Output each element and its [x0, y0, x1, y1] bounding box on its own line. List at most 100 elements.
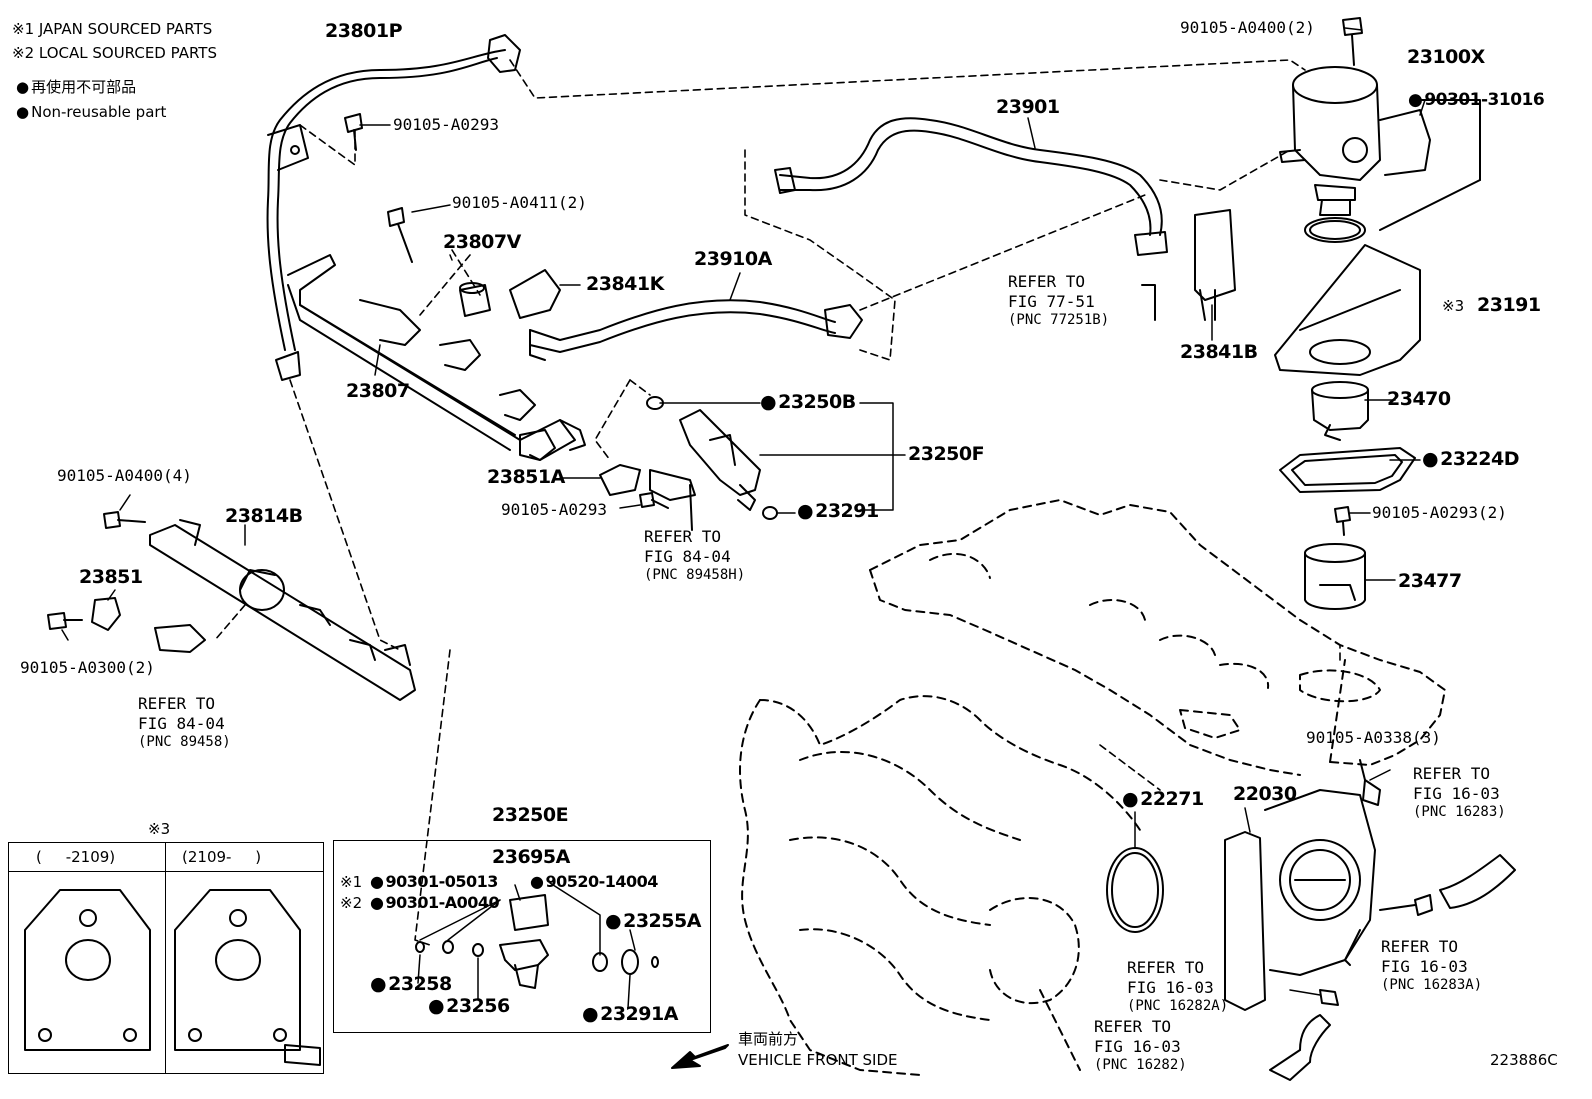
housing-23477	[1304, 543, 1366, 610]
part-23191-note: ※3	[1442, 297, 1465, 315]
ref-line: (PNC 16283)	[1413, 804, 1506, 820]
delivery-pipe-23814b	[91, 519, 416, 701]
pump-23100x	[1279, 66, 1481, 243]
injector-23250f	[599, 396, 778, 531]
insulator-23191	[1274, 244, 1421, 376]
part-90105-a0300: 90105-A0300(2)	[20, 658, 155, 677]
variant-col1-label: ( -2109)	[36, 848, 116, 866]
ref-line: FIG 16-03	[1381, 957, 1468, 976]
kit-box-title: 23250E	[492, 804, 569, 826]
ref-line: FIG 16-03	[1094, 1037, 1181, 1056]
variant-col2-label: (2109- )	[182, 848, 262, 866]
part-23841b: 23841B	[1180, 341, 1258, 363]
gasket-23224d	[1279, 447, 1416, 493]
ref-line: REFER TO	[1413, 764, 1491, 783]
assembly-lines	[214, 59, 1341, 946]
kit-note-1: ※1	[340, 873, 363, 891]
part-23801p: 23801P	[325, 20, 403, 42]
lifter-23470	[1311, 381, 1369, 441]
part-90105-a0293-2: 90105-A0293(2)	[1372, 503, 1507, 522]
ref-fig-16-03-a: REFER TO FIG 16-03 (PNC 16283)	[1413, 764, 1506, 822]
ref-line: FIG 84-04	[138, 714, 225, 733]
part-23910a: 23910A	[694, 248, 772, 270]
legend-note-local: ※2 LOCAL SOURCED PARTS	[12, 44, 217, 62]
part-23851a: 23851A	[487, 466, 565, 488]
part-23258: 23258	[370, 975, 452, 994]
part-90301-31016: 90301-31016	[1408, 92, 1544, 109]
part-90105-a0400-2: 90105-A0400(2)	[1180, 18, 1315, 37]
ref-line: REFER TO	[1094, 1017, 1172, 1036]
fuel-tube-23801p	[266, 34, 521, 381]
legend-note-japan: ※1 JAPAN SOURCED PARTS	[12, 20, 213, 38]
ref-line: FIG 84-04	[644, 547, 731, 566]
part-23256: 23256	[428, 997, 510, 1016]
kit-note-2: ※2	[340, 894, 363, 912]
part-23250f: 23250F	[908, 443, 985, 465]
bolts	[47, 17, 1381, 806]
kit-box	[333, 840, 711, 1033]
part-23100x: 23100X	[1407, 46, 1485, 68]
front-arrow	[671, 1044, 729, 1069]
part-90105-a0338: 90105-A0338(3)	[1306, 728, 1441, 747]
engine-outline	[739, 499, 1446, 1076]
variant-insulators	[24, 889, 321, 1066]
ref-line: REFER TO	[1127, 958, 1205, 977]
ref-line: FIG 16-03	[1127, 978, 1214, 997]
fuel-rail-23807	[287, 254, 586, 461]
part-23291a: 23291A	[582, 1005, 678, 1024]
front-side-jp: 車両前方	[738, 1030, 799, 1048]
part-23477: 23477	[1398, 570, 1462, 592]
ref-line: FIG 77-51	[1008, 292, 1095, 311]
ref-fig-84-04-b: REFER TO FIG 84-04 (PNC 89458)	[138, 694, 231, 752]
part-23255a: 23255A	[605, 912, 701, 931]
part-90105-a0400-4: 90105-A0400(4)	[57, 466, 192, 485]
part-23695a: 23695A	[492, 846, 570, 868]
part-90105-a0293-b: 90105-A0293	[501, 500, 607, 519]
ref-line: FIG 16-03	[1413, 784, 1500, 803]
part-22030: 22030	[1233, 783, 1297, 805]
ref-line: (PNC 89458H)	[644, 567, 746, 583]
front-side-en: VEHICLE FRONT SIDE	[738, 1051, 898, 1069]
ref-line: REFER TO	[1008, 272, 1086, 291]
part-23901: 23901	[996, 96, 1060, 118]
part-23814b: 23814B	[225, 505, 303, 527]
collar-23807v	[459, 282, 491, 317]
part-90301-05013: 90301-05013	[370, 874, 498, 890]
ref-line: (PNC 16282A)	[1127, 998, 1229, 1014]
sensor-23841b	[1194, 209, 1236, 321]
ref-fig-84-04-a: REFER TO FIG 84-04 (PNC 89458H)	[644, 527, 745, 585]
part-23807: 23807	[346, 380, 410, 402]
part-90105-a0293: 90105-A0293	[393, 115, 499, 134]
part-23807v: 23807V	[443, 231, 521, 253]
part-90105-a0411: 90105-A0411(2)	[452, 193, 587, 212]
part-23291: 23291	[797, 502, 879, 521]
ref-fig-16-03-c: REFER TO FIG 16-03 (PNC 16282A)	[1127, 958, 1228, 1016]
variant-divider	[165, 871, 167, 1074]
ref-line: REFER TO	[138, 694, 216, 713]
figure-id: 223886C	[1490, 1051, 1558, 1069]
pipe-23901	[774, 117, 1168, 321]
legend-nonreusable-jp: 再使用不可部品	[16, 80, 136, 95]
ref-fig-16-03-b: REFER TO FIG 16-03 (PNC 16283A)	[1381, 937, 1482, 995]
hose-23910a	[509, 269, 863, 361]
ref-fig-16-03-d: REFER TO FIG 16-03 (PNC 16282)	[1094, 1017, 1187, 1075]
ref-fig-77-51: REFER TO FIG 77-51 (PNC 77251B)	[1008, 272, 1109, 330]
ref-line: (PNC 16283A)	[1381, 977, 1483, 993]
ref-line: REFER TO	[644, 527, 722, 546]
ref-line: (PNC 77251B)	[1008, 312, 1110, 328]
legend-nonreusable-en: Non-reusable part	[16, 105, 166, 120]
part-23470: 23470	[1387, 388, 1451, 410]
ref-line: (PNC 16282)	[1094, 1057, 1187, 1073]
part-23851: 23851	[79, 566, 143, 588]
variant-col2-header	[165, 842, 324, 872]
part-23250b: 23250B	[760, 393, 856, 412]
part-23841k: 23841K	[586, 273, 664, 295]
part-23224d: 23224D	[1422, 450, 1519, 469]
part-90520-14004: 90520-14004	[530, 874, 658, 890]
variant-box-title: ※3	[148, 820, 171, 838]
ref-line: (PNC 89458)	[138, 734, 231, 750]
part-22271: 22271	[1122, 790, 1204, 809]
ref-line: REFER TO	[1381, 937, 1459, 956]
part-90301-a0040: 90301-A0040	[370, 895, 499, 911]
